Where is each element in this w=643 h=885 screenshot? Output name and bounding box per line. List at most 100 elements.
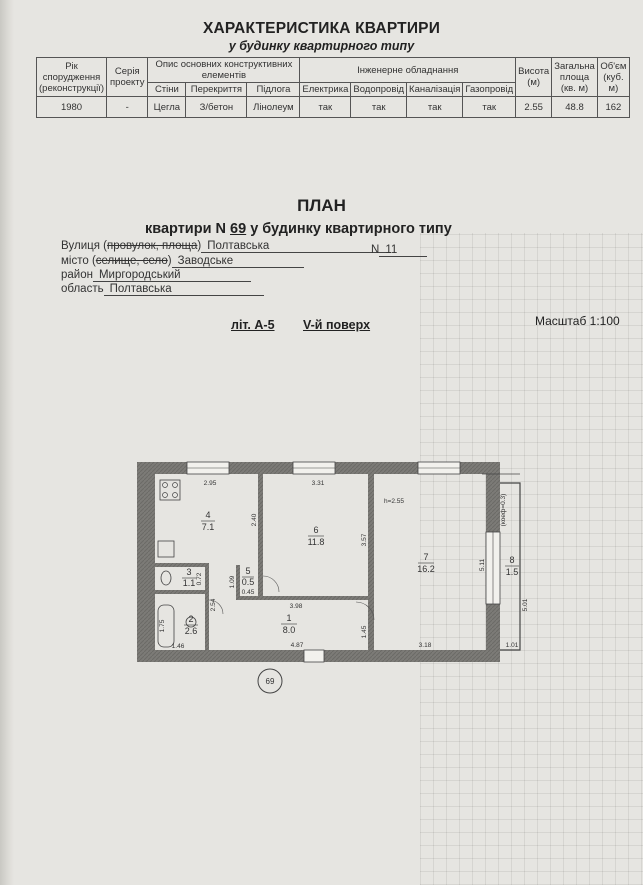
city-field: місто (селище, село)Заводське bbox=[61, 255, 304, 268]
dim-bath-length: 1.75 bbox=[159, 619, 166, 632]
room-6-number: 6 bbox=[313, 525, 318, 535]
street-label-close: ) bbox=[197, 240, 202, 252]
header-gas: Газопровід bbox=[462, 82, 517, 97]
kitchen-sink-icon bbox=[157, 540, 175, 558]
dim-room6-depth: 3.57 bbox=[361, 533, 368, 546]
room-7-number: 7 bbox=[423, 552, 428, 562]
house-number-label: N bbox=[371, 244, 380, 256]
wall-left bbox=[137, 462, 155, 662]
apartment-characteristics-table: Рік спорудження (реконструкції) Серія пр… bbox=[35, 57, 631, 118]
street-value: Полтавська bbox=[201, 240, 392, 253]
room-1-number: 1 bbox=[286, 613, 291, 623]
wall-closet-left bbox=[236, 565, 240, 598]
wall-room6-room7 bbox=[368, 474, 374, 650]
room-4-number: 4 bbox=[205, 510, 210, 520]
door-arc-room6 bbox=[262, 575, 280, 593]
room-8-number: 8 bbox=[509, 555, 514, 565]
city-struck-text: селище, село bbox=[95, 255, 168, 267]
cell-gas: так bbox=[462, 96, 517, 118]
stove-icon bbox=[159, 479, 181, 501]
wall-wc-bath bbox=[155, 590, 205, 594]
room-5-area: 0.5 bbox=[242, 577, 255, 587]
cell-sewer: так bbox=[406, 96, 464, 118]
grid-paper-background bbox=[420, 233, 643, 885]
wall-bath-right bbox=[205, 563, 209, 650]
dim-kitchen-width: 2.95 bbox=[204, 480, 217, 487]
city-label: місто ( bbox=[61, 255, 96, 267]
dim-corridor-depth: 1.45 bbox=[361, 625, 368, 638]
apartment-marker-circle bbox=[257, 668, 283, 694]
wall-corridor-top bbox=[236, 596, 368, 600]
dim-corridor-width-top: 3.98 bbox=[290, 603, 303, 610]
region-label: область bbox=[61, 283, 104, 295]
document-subtitle: у будинку квартирного типу bbox=[228, 39, 415, 53]
district-value: Миргородський bbox=[92, 269, 251, 282]
street-field: Вулиця (провулок, площа)Полтавська bbox=[61, 240, 392, 253]
header-volume: Об'єм (куб. м) bbox=[596, 57, 631, 97]
room-8-area: 1.5 bbox=[506, 567, 519, 577]
room-3-number: 3 bbox=[186, 567, 191, 577]
plan-title: ПЛАН bbox=[297, 196, 346, 215]
room-3-area: 1.1 bbox=[183, 578, 196, 588]
room-2-number: 2 bbox=[188, 614, 193, 624]
plan-sub-suffix: у будинку квартирного типу bbox=[250, 221, 452, 237]
dim-room6-width: 3.31 bbox=[312, 480, 325, 487]
dim-corridor-width-bottom: 4.87 bbox=[291, 642, 304, 649]
apartment-number: 69 bbox=[230, 221, 247, 237]
building-letter: літ. А-5 bbox=[231, 318, 275, 332]
dim-balcony-width: 1.01 bbox=[506, 642, 519, 649]
cell-ceilings: З/бетон bbox=[185, 96, 248, 118]
plan-subtitle: квартири N 69 у будинку квартирного типу bbox=[145, 221, 452, 237]
cell-volume: 162 bbox=[596, 96, 631, 118]
table-header-row-1: Рік спорудження (реконструкції) Серія пр… bbox=[35, 57, 631, 97]
washbasin-icon bbox=[185, 616, 197, 628]
dim-wc-depth: 0.72 bbox=[196, 572, 203, 585]
header-height: Висота (м) bbox=[515, 57, 553, 97]
entrance-gap bbox=[303, 649, 325, 663]
apartment-marker-number: 69 bbox=[266, 677, 275, 686]
dim-room7-depth: 5.11 bbox=[479, 559, 486, 572]
plan-sub-prefix: квартири N bbox=[145, 221, 226, 237]
wall-kitchen-bottom bbox=[155, 563, 205, 567]
dim-ceiling-height: h=2.55 bbox=[384, 498, 404, 505]
dim-balcony-length: 5.01 bbox=[522, 598, 529, 611]
document-title: ХАРАКТЕРИСТИКА КВАРТИРИ bbox=[202, 20, 441, 37]
balcony-outline bbox=[500, 482, 521, 651]
dim-bath-width: 1.46 bbox=[172, 643, 185, 650]
wall-kitchen-room6 bbox=[258, 474, 263, 598]
room-6-area: 11.8 bbox=[308, 537, 325, 547]
room-7-area: 16.2 bbox=[417, 564, 435, 574]
toilet-icon bbox=[160, 570, 172, 586]
bathtub-icon bbox=[157, 604, 175, 648]
cell-series: - bbox=[106, 96, 149, 118]
balcony-coefficient-note: (коеф=0.3) bbox=[500, 494, 507, 527]
cell-electric: так bbox=[299, 96, 352, 118]
page-binding-edge bbox=[0, 0, 14, 885]
region-value: Полтавська bbox=[103, 283, 264, 296]
floor-number: V-й поверх bbox=[303, 318, 371, 332]
scale-label: Масштаб 1:100 bbox=[535, 314, 620, 328]
dim-closet-depth: 1.09 bbox=[229, 575, 236, 588]
street-label: Вулиця ( bbox=[61, 240, 108, 252]
street-struck-text: провулок, площа bbox=[107, 240, 198, 252]
room-4-area: 7.1 bbox=[202, 522, 215, 532]
city-value: Заводське bbox=[171, 255, 304, 268]
cell-height: 2.55 bbox=[515, 96, 553, 118]
house-number-value: 11 bbox=[379, 244, 428, 257]
room-5-number: 5 bbox=[245, 566, 250, 576]
district-label: район bbox=[61, 269, 93, 281]
table-row: 1980 - Цегла З/бетон Лінолеум так так та… bbox=[35, 96, 631, 118]
room-1-area: 8.0 bbox=[283, 625, 296, 635]
door-arc-bath bbox=[208, 599, 224, 615]
room-2-area: 2.6 bbox=[185, 626, 198, 636]
city-label-close: ) bbox=[167, 255, 172, 267]
door-arc-room7 bbox=[355, 601, 375, 621]
dim-closet-width: 0.45 bbox=[242, 589, 255, 596]
dim-room7-width: 3.18 bbox=[419, 642, 432, 649]
dim-kitchen-depth: 2.40 bbox=[251, 513, 258, 526]
dim-bath-depth: 2.54 bbox=[210, 598, 217, 611]
